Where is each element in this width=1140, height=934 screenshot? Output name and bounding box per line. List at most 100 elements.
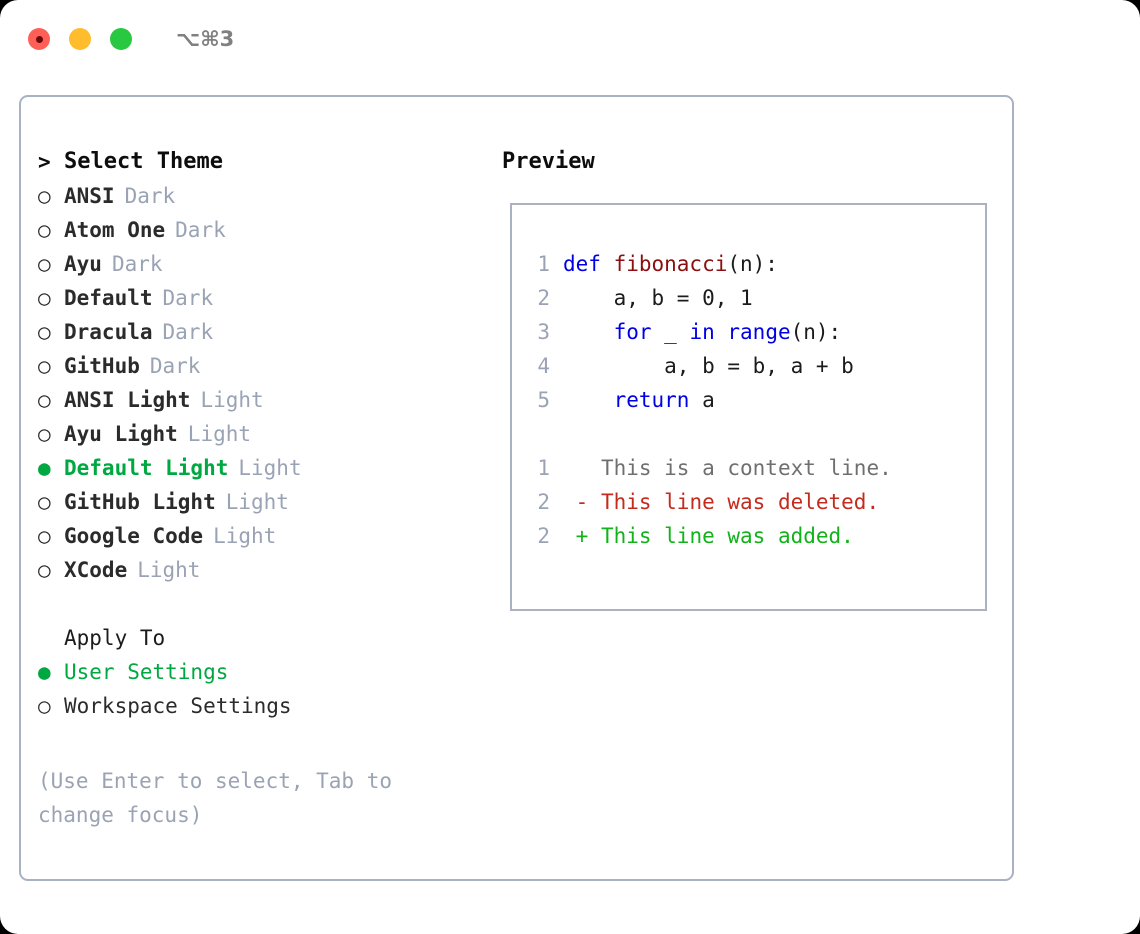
code-token: a, b = b, a + b xyxy=(563,354,854,378)
radio-selected-icon[interactable]: ● xyxy=(38,660,51,684)
line-number: 1 xyxy=(537,456,550,480)
radio-unselected-icon[interactable]: ○ xyxy=(38,252,51,276)
diff-text: This is a context line. xyxy=(600,456,892,480)
radio-unselected-icon[interactable]: ○ xyxy=(38,286,51,310)
radio-unselected-icon[interactable]: ○ xyxy=(38,524,51,548)
maximize-button[interactable] xyxy=(110,28,132,50)
keyboard-shortcut-label: ⌥⌘3 xyxy=(176,27,235,51)
theme-kind-label: Light xyxy=(187,422,252,446)
code-token: return xyxy=(613,388,690,412)
radio-unselected-icon[interactable]: ○ xyxy=(38,388,51,412)
code-line: 5 return a xyxy=(524,383,979,417)
theme-name-label: Default xyxy=(64,286,153,310)
theme-name-label: Google Code xyxy=(64,524,204,548)
theme-kind-label: Dark xyxy=(175,218,226,242)
diff-sign: + xyxy=(563,524,601,548)
theme-list-item[interactable]: ○ XCode Light xyxy=(38,553,498,587)
code-token: fibonacci xyxy=(613,252,728,276)
theme-kind-label: Light xyxy=(200,388,264,412)
minimize-button[interactable] xyxy=(69,28,91,50)
theme-list-item[interactable]: ● Default Light Light xyxy=(38,451,498,485)
theme-name-label: GitHub Light xyxy=(64,490,216,514)
theme-list-item[interactable]: ○ ANSI Dark xyxy=(38,179,498,213)
diff-line: 1 This is a context line. xyxy=(524,451,979,485)
theme-list-item[interactable]: ○ GitHub Light Light xyxy=(38,485,498,519)
radio-unselected-icon[interactable]: ○ xyxy=(38,320,51,344)
code-line: 3 for _ in range(n): xyxy=(524,315,979,349)
diff-text: This line was added. xyxy=(600,524,854,548)
diff-text: This line was deleted. xyxy=(600,490,880,514)
theme-name-label: XCode xyxy=(64,558,128,582)
theme-name-label: Atom One xyxy=(64,218,166,242)
theme-list-item[interactable]: ○ Ayu Dark xyxy=(38,247,498,281)
theme-name-label: ANSI Light xyxy=(64,388,191,412)
line-number: 2 xyxy=(537,286,550,310)
traffic-light-group xyxy=(28,28,132,50)
theme-list-item[interactable]: ○ Google Code Light xyxy=(38,519,498,553)
apply-to-option-label: Workspace Settings xyxy=(64,694,292,718)
apply-to-option[interactable]: ○ Workspace Settings xyxy=(38,689,498,723)
code-token: (n): xyxy=(790,320,842,344)
code-token: range xyxy=(727,320,791,344)
apply-to-option[interactable]: ● User Settings xyxy=(38,655,498,689)
code-token: for xyxy=(613,320,652,344)
radio-unselected-icon[interactable]: ○ xyxy=(38,422,51,446)
line-number: 3 xyxy=(537,320,550,344)
theme-kind-label: Light xyxy=(238,456,302,480)
radio-selected-icon[interactable]: ● xyxy=(38,456,51,480)
theme-kind-label: Light xyxy=(213,524,277,548)
radio-unselected-icon[interactable]: ○ xyxy=(38,490,51,514)
theme-name-label: ANSI xyxy=(64,184,115,208)
list-spacer xyxy=(38,587,498,621)
theme-list-item[interactable]: ○ Default Dark xyxy=(38,281,498,315)
theme-kind-label: Dark xyxy=(162,286,214,310)
code-token: in xyxy=(689,320,728,344)
apply-to-option-label: User Settings xyxy=(64,660,229,684)
code-token: a, b = 0, 1 xyxy=(563,286,753,310)
code-line: 4 a, b = b, a + b xyxy=(524,349,979,383)
diff-sign: - xyxy=(563,490,601,514)
theme-kind-label: Light xyxy=(225,490,289,514)
radio-unselected-icon[interactable]: ○ xyxy=(38,218,51,242)
line-number: 1 xyxy=(537,252,550,276)
code-line: 1 def fibonacci(n): xyxy=(524,247,979,281)
code-token: a xyxy=(689,388,715,412)
radio-unselected-icon[interactable]: ○ xyxy=(38,558,51,582)
preview-heading: Preview xyxy=(502,149,595,174)
theme-kind-label: Dark xyxy=(111,252,163,276)
select-theme-heading: > Select Theme xyxy=(38,145,498,179)
code-blank-line xyxy=(524,417,979,451)
diff-line: 2 + This line was added. xyxy=(524,519,979,553)
theme-kind-label: Light xyxy=(137,558,201,582)
radio-unselected-icon[interactable]: ○ xyxy=(38,354,51,378)
theme-name-label: Dracula xyxy=(64,320,153,344)
radio-unselected-icon[interactable]: ○ xyxy=(38,694,51,718)
code-token: def xyxy=(563,252,614,276)
code-token: (n): xyxy=(727,252,778,276)
keyboard-hint: (Use Enter to select, Tab to change focu… xyxy=(38,769,405,827)
line-number: 5 xyxy=(537,388,550,412)
theme-name-label: Default Light xyxy=(64,456,229,480)
radio-unselected-icon[interactable]: ○ xyxy=(38,184,51,208)
theme-list-item[interactable]: ○ Atom One Dark xyxy=(38,213,498,247)
apply-to-heading: Apply To xyxy=(38,621,498,655)
theme-list-item[interactable]: ○ ANSI Light Light xyxy=(38,383,498,417)
code-token xyxy=(563,320,614,344)
code-token xyxy=(563,388,614,412)
diff-line: 2 - This line was deleted. xyxy=(524,485,979,519)
record-indicator-icon xyxy=(35,35,43,43)
caret-icon: > xyxy=(38,150,51,174)
theme-kind-label: Dark xyxy=(124,184,176,208)
title-bar: ⌥⌘3 xyxy=(0,0,1140,78)
theme-kind-label: Dark xyxy=(149,354,201,378)
theme-name-label: Ayu xyxy=(64,252,102,276)
close-button[interactable] xyxy=(28,28,50,50)
